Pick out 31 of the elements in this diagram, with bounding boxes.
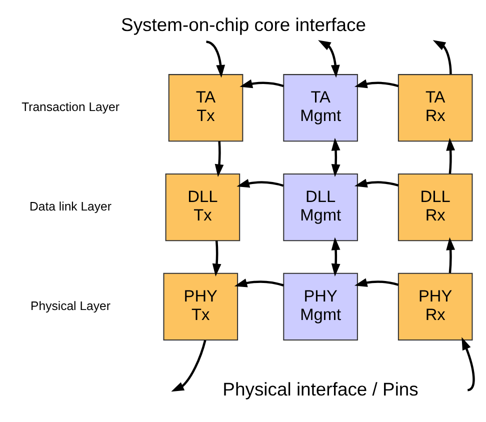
node-box: DLL Rx: [397, 173, 472, 242]
arrow: [461, 337, 474, 392]
label: Data link Layer: [29, 199, 111, 214]
arrow: [212, 240, 221, 276]
arrow: [432, 40, 452, 74]
arrow: [234, 278, 284, 288]
arrow: [170, 340, 206, 392]
label: Transaction Layer: [21, 100, 119, 114]
arrow: [239, 79, 284, 88]
label: Physical Layer: [30, 298, 110, 313]
arrow: [354, 79, 398, 88]
arrow: [330, 138, 340, 178]
arrow: [214, 141, 224, 178]
arrow: [236, 179, 284, 188]
arrow: [446, 138, 455, 174]
node-box: DLL Mgmt: [282, 173, 358, 242]
node-box: DLL Tx: [164, 173, 240, 242]
diagram-title: System-on-chip core interface: [120, 14, 366, 36]
arrow: [330, 237, 340, 276]
node-box: TA Rx: [397, 74, 472, 142]
arrow: [354, 278, 398, 287]
node-box: PHY Mgmt: [282, 272, 358, 340]
arrow: [354, 178, 398, 188]
node-box: TA Mgmt: [282, 74, 358, 142]
node-box: TA Tx: [168, 74, 243, 142]
arrow: [318, 40, 340, 78]
arrow: [446, 237, 455, 274]
node-box: PHY Tx: [162, 272, 238, 340]
caption: Physical interface / Pins: [222, 378, 418, 400]
node-box: PHY Rx: [397, 272, 472, 340]
arrow: [206, 40, 225, 78]
